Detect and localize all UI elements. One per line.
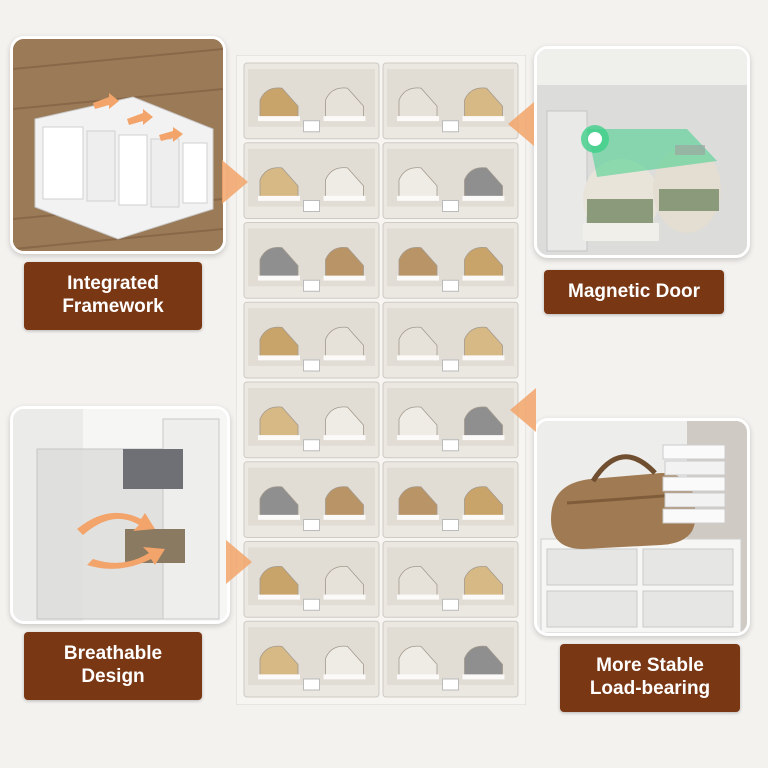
- magnetic-label: Magnetic Door: [544, 270, 724, 314]
- magnetic-arrow-icon: [508, 102, 534, 146]
- shoe-box: [243, 541, 380, 618]
- shoe-box: [243, 62, 380, 140]
- folded-panels: [34, 96, 214, 240]
- load-bearing-label: More Stable Load-bearing: [560, 644, 740, 712]
- shoe-cabinet-drawing: [236, 55, 526, 705]
- shoe-box: [382, 301, 519, 379]
- load-bearing-arrow-icon: [510, 388, 536, 432]
- framework-arrow-icon: [222, 160, 248, 204]
- breathable-photo: [10, 406, 230, 624]
- duffel-bag: [551, 454, 695, 549]
- framework-photo: [10, 36, 226, 254]
- breathable-label: Breathable Design: [24, 632, 202, 700]
- shoes-inside: [123, 449, 185, 563]
- book-stack: [662, 444, 726, 524]
- shoe-box: [243, 142, 380, 219]
- shoe-box: [243, 620, 380, 698]
- magnetic-door-photo: [534, 46, 750, 258]
- shoe-box: [382, 381, 519, 459]
- shoe-cabinet-image: [236, 55, 526, 705]
- shoe-box: [382, 541, 519, 618]
- framework-label: Integrated Framework: [24, 262, 202, 330]
- magnet-glow: [587, 129, 717, 177]
- shoe-box: [243, 222, 380, 299]
- shoe-box: [382, 142, 519, 219]
- shoe-box: [382, 222, 519, 299]
- shoe-box: [243, 301, 380, 379]
- load-bearing-photo: [534, 418, 750, 636]
- shoe-box: [382, 620, 519, 698]
- shoe-box: [243, 461, 380, 538]
- shoe-box: [243, 381, 380, 459]
- shoe-box: [382, 461, 519, 538]
- stacked-boxes: [540, 538, 742, 633]
- breathable-arrow-icon: [226, 540, 252, 584]
- shoe-box: [382, 62, 519, 140]
